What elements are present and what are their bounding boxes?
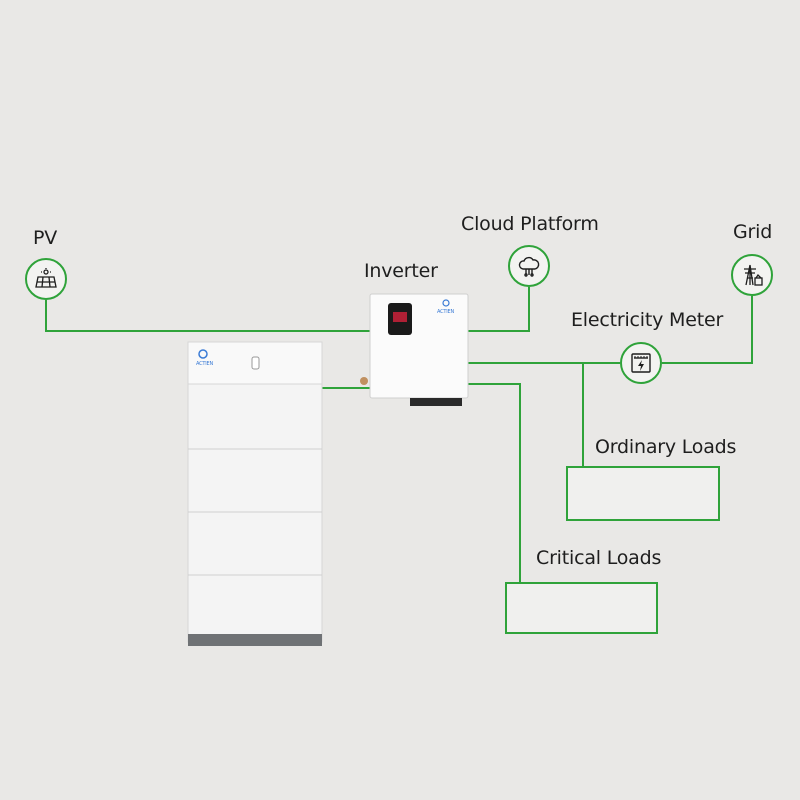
grid-label: Grid xyxy=(733,221,773,243)
grid-node xyxy=(731,254,773,296)
battery-stack xyxy=(187,341,323,646)
inverter-screen xyxy=(393,312,407,322)
inverter-connectors xyxy=(410,398,462,406)
cloud-icon xyxy=(518,256,540,277)
critical-loads-box xyxy=(505,582,658,634)
electricity-meter-icon xyxy=(631,353,651,373)
pv-label: PV xyxy=(33,227,58,249)
pv-line xyxy=(45,300,370,332)
solar-panel-icon xyxy=(35,268,57,288)
transmission-tower-icon xyxy=(744,264,763,286)
critical-loads-label: Critical Loads xyxy=(536,547,662,569)
battery-brand-label: ACTIEN xyxy=(196,361,214,367)
ordinary-loads-box xyxy=(566,466,720,521)
electricity-meter-node xyxy=(620,342,662,384)
cloud-line xyxy=(468,287,530,332)
inverter-logo xyxy=(442,299,450,307)
battery-base xyxy=(188,634,322,646)
meter-grid-line xyxy=(662,296,753,364)
ordinary-loads-label: Ordinary Loads xyxy=(595,436,737,458)
critical-loads-line xyxy=(468,383,521,582)
connection-lines xyxy=(45,287,753,582)
inverter-port xyxy=(360,377,368,385)
inverter-device xyxy=(360,293,469,406)
battery-logo xyxy=(198,349,208,359)
battery-switch xyxy=(251,356,260,370)
battery-body xyxy=(187,341,323,643)
inverter-label: Inverter xyxy=(364,260,438,282)
pv-node xyxy=(25,258,67,300)
electricity-meter-label: Electricity Meter xyxy=(571,309,724,331)
inverter-brand-label: ACTIEN xyxy=(437,309,455,315)
cloud-node xyxy=(508,245,550,287)
cloud-platform-label: Cloud Platform xyxy=(461,213,599,235)
